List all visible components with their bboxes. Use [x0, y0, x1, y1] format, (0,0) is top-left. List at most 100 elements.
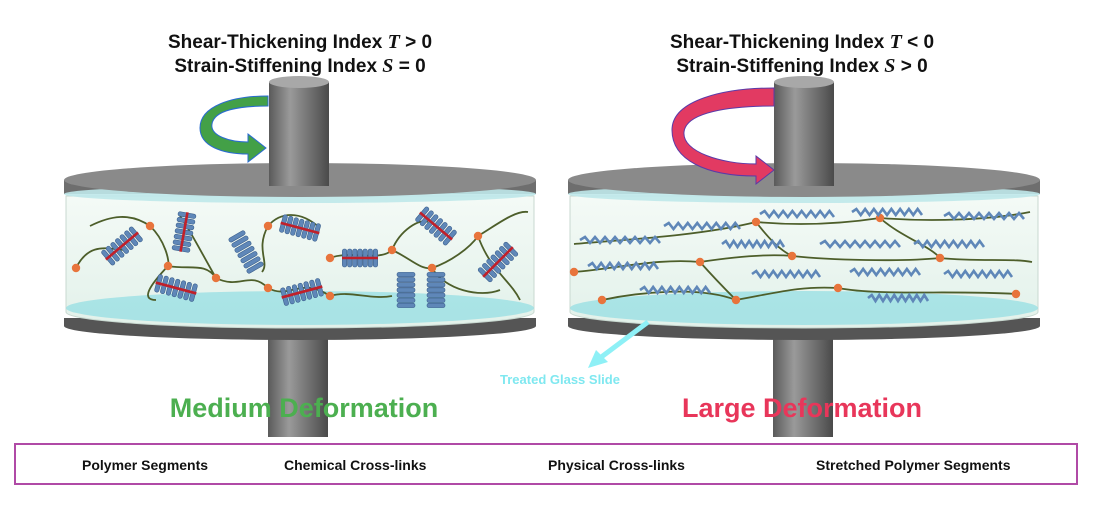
spring-coil — [246, 261, 264, 274]
spring-coil — [396, 282, 416, 288]
polymer-segment — [477, 211, 529, 237]
chemical-crosslink — [731, 295, 741, 305]
physical-crosslink — [279, 214, 321, 242]
stretched-segment — [913, 238, 986, 250]
spring-core — [179, 212, 189, 252]
chemical-crosslink — [263, 221, 273, 231]
stretched-segment — [663, 220, 742, 232]
spring-core — [482, 246, 514, 278]
chemical-crosslink — [473, 231, 483, 241]
chemical-crosslink — [71, 263, 81, 273]
spring-coil — [426, 282, 446, 288]
stretched-segment — [759, 208, 836, 220]
chemical-crosslink — [211, 273, 221, 283]
spring-core — [155, 281, 197, 295]
physical-crosslink — [280, 278, 324, 306]
spring-coil — [396, 292, 416, 298]
spring-core — [280, 221, 320, 235]
glass-slide-pointer-arrowhead — [588, 350, 608, 368]
stretched-segment — [587, 260, 660, 272]
left-polymer-network — [71, 206, 529, 308]
spring-coil — [231, 235, 249, 248]
legend-item-stretched-segments: Stretched Polymer Segments — [816, 457, 1011, 473]
spring-coil — [426, 292, 446, 298]
physical-crosslink — [415, 206, 457, 246]
left-bottom-shaft — [268, 325, 328, 437]
right-title-line1: Shear-Thickening Index T < 0 — [670, 31, 934, 53]
stretched-segment — [943, 210, 1025, 222]
left-panel: Shear-Thickening Index T > 0 Strain-Stif… — [64, 31, 536, 437]
chemical-crosslink — [325, 291, 335, 301]
legend-item-polymer-segments: Polymer Segments — [82, 457, 209, 473]
right-deformation-label: Large Deformation — [682, 393, 922, 423]
polymer-segment — [791, 255, 941, 262]
physical-crosslink — [396, 272, 416, 308]
chemical-crosslink — [387, 245, 397, 255]
chemical-crosslink — [935, 253, 945, 263]
spring-coil — [426, 272, 446, 278]
polymer-segment — [879, 211, 1031, 221]
polymer-segment — [699, 254, 793, 263]
left-top-shaft — [269, 82, 329, 186]
spring-coil — [426, 302, 446, 308]
physical-crosslink — [477, 241, 519, 283]
right-top-shaft-cap — [774, 76, 834, 88]
stretched-segment — [721, 238, 786, 250]
stretched-segment — [579, 234, 661, 246]
polymer-segment — [329, 293, 393, 298]
spring-coil — [426, 287, 446, 293]
stretched-segment — [819, 238, 901, 250]
right-top-shaft — [774, 82, 834, 186]
spring-core — [281, 285, 323, 299]
polymer-segment — [939, 257, 1033, 263]
stretched-segment — [751, 268, 822, 280]
polymer-segment — [89, 216, 151, 227]
polymer-segment — [755, 217, 881, 225]
chemical-crosslink — [833, 283, 843, 293]
right-panel: Shear-Thickening Index T < 0 Strain-Stif… — [568, 31, 1040, 437]
spring-coil — [396, 302, 416, 308]
chemical-crosslink — [427, 263, 437, 273]
right-title-line2: Strain-Stiffening Index S > 0 — [676, 55, 927, 77]
physical-crosslink — [342, 248, 378, 268]
physical-crosslink — [171, 211, 197, 253]
spring-coil — [426, 297, 446, 303]
right-bottom-shaft — [773, 325, 833, 437]
polymer-segment — [75, 247, 127, 269]
physical-crosslink — [426, 272, 446, 308]
polymer-segment — [573, 260, 701, 273]
polymer-segment — [601, 290, 737, 301]
spring-coil — [396, 287, 416, 293]
left-deformation-label: Medium Deformation — [170, 393, 439, 423]
legend-item-physical-crosslinks: Physical Cross-links — [548, 457, 685, 473]
spring-core — [105, 231, 139, 261]
spring-coil — [396, 272, 416, 278]
chemical-crosslink — [325, 253, 335, 263]
stretched-segment — [867, 292, 930, 304]
polymer-segment — [215, 277, 269, 289]
chemical-crosslink — [751, 217, 761, 227]
polymer-segment — [735, 286, 839, 301]
left-title-line1: Shear-Thickening Index T > 0 — [168, 31, 432, 53]
spring-coil — [396, 277, 416, 283]
chemical-crosslink — [787, 251, 797, 261]
left-rotation-arrow — [199, 95, 269, 164]
stretched-segment — [851, 206, 924, 218]
physical-crosslink — [228, 230, 264, 274]
right-polymer-network — [569, 206, 1033, 305]
polymer-segment — [879, 217, 941, 259]
spring-coil — [237, 246, 255, 258]
right-glass-slide — [570, 291, 1038, 325]
spring-coil — [234, 240, 252, 253]
chemical-crosslink — [163, 261, 173, 271]
legend: Polymer Segments Chemical Cross-links Ph… — [14, 443, 1078, 485]
legend-item-chemical-crosslinks: Chemical Cross-links — [284, 457, 427, 473]
left-top-shaft-cap — [269, 76, 329, 88]
stretched-segment — [849, 266, 922, 278]
spring-coil — [228, 230, 246, 243]
polymer-segment — [837, 287, 1017, 295]
chemical-crosslink — [1011, 289, 1021, 299]
spring-coil — [396, 297, 416, 303]
spring-core — [419, 211, 453, 241]
